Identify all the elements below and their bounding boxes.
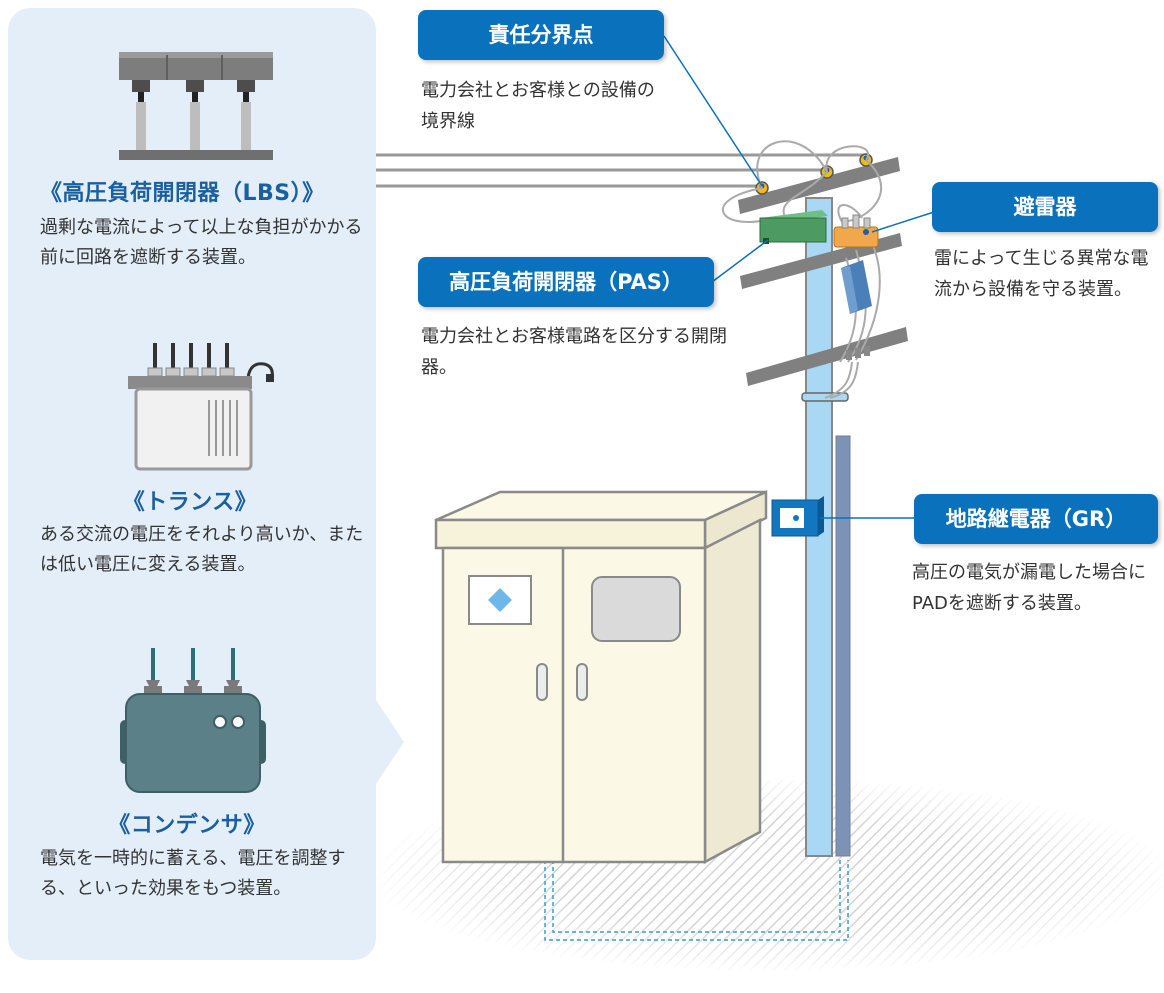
transformer-icon [128, 343, 274, 471]
capacitor-description: 電気を一時的に蓄える、電圧を調整する、といった効果をもつ装置。 [40, 848, 346, 899]
responsibility-point-description: 電力会社とお客様との設備の境界線 [421, 80, 655, 132]
capacitor-desc-wrap: 電気を一時的に蓄える、電圧を調整する、といった効果をもつ装置。 [40, 844, 370, 904]
pas-label: 高圧負荷開閉器（PAS） [418, 257, 714, 307]
pas-device [759, 210, 828, 244]
lightning-arrester-label: 避雷器 [932, 182, 1158, 232]
responsibility-point-label: 責任分界点 [418, 10, 664, 60]
lbs-description: 過剰な電流によって以上な負担がかかる前に回路を遮断する装置。 [40, 217, 363, 268]
callout-leader-lines [663, 35, 935, 519]
ground-relay-description: 高圧の電気が漏電した場合にPADを遮断する装置。 [912, 562, 1146, 614]
transformer-title: 《トランス》 [122, 490, 258, 515]
lbs-icon [119, 52, 273, 160]
underground-conduit [544, 860, 849, 941]
transformer-desc-wrap: ある交流の電圧をそれより高いか、または低い電圧に変える装置。 [40, 520, 370, 580]
lightning-arrester-description: 雷によって生じる異常な電流から設備を守る装置。 [934, 248, 1149, 300]
left-info-panel [8, 8, 404, 960]
transformer-section: 《トランス》 [40, 484, 370, 516]
lightning-arrester-device [833, 214, 879, 248]
capacitor-icon [120, 648, 266, 793]
lbs-section: 《高圧負荷開閉器（LBS）》 過剰な電流によって以上な負担がかかる前に回路を遮断… [40, 175, 370, 273]
overhead-wires [376, 153, 865, 188]
transformer-description: ある交流の電圧をそれより高いか、または低い電圧に変える装置。 [40, 524, 364, 575]
pole-mounted-panel [841, 260, 872, 360]
capacitor-title: 《コンデンサ》 [108, 813, 266, 838]
capacitor-section: 《コンデンサ》 [40, 807, 370, 839]
ground-relay-device [771, 496, 824, 537]
ground-relay-label: 地路継電器（GR） [914, 494, 1158, 544]
pas-description: 電力会社とお客様電路を区分する開閉器。 [421, 326, 727, 378]
cubicle-cabinet [434, 490, 768, 865]
lbs-title: 《高圧負荷開閉器（LBS）》 [40, 181, 325, 206]
